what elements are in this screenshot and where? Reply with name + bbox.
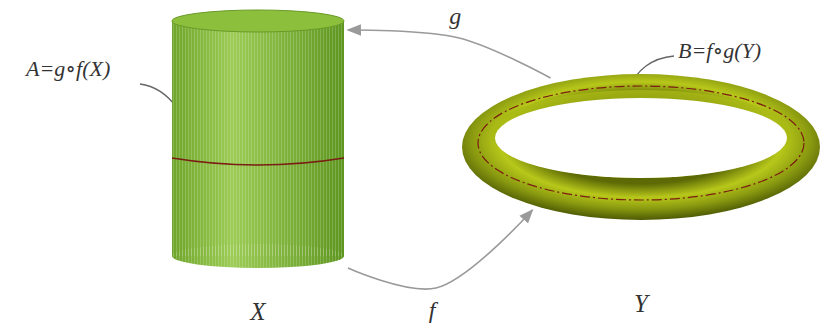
map-name: g <box>446 3 464 30</box>
set-a-curve <box>172 158 344 165</box>
set-label: A=g∘f(X) <box>26 56 110 82</box>
torus-illustration <box>460 72 822 222</box>
cylinder-top <box>172 10 344 32</box>
cylinder-shape: X <box>170 8 346 270</box>
cylinder-texture <box>172 21 344 256</box>
torus-hole <box>495 98 787 178</box>
cylinder-illustration <box>170 8 346 270</box>
cylinder-body <box>172 21 344 256</box>
map-arrow <box>348 30 551 78</box>
cylinder-bottom <box>172 244 344 268</box>
torus-shape: Y <box>460 72 822 222</box>
set-label: B=f∘g(Y) <box>678 38 761 64</box>
space-label: Y <box>634 290 648 318</box>
map-name: f <box>426 297 439 324</box>
map-arrow <box>348 210 532 289</box>
set-b-curve <box>478 86 804 200</box>
torus-body <box>462 74 820 220</box>
space-label: X <box>250 298 265 326</box>
